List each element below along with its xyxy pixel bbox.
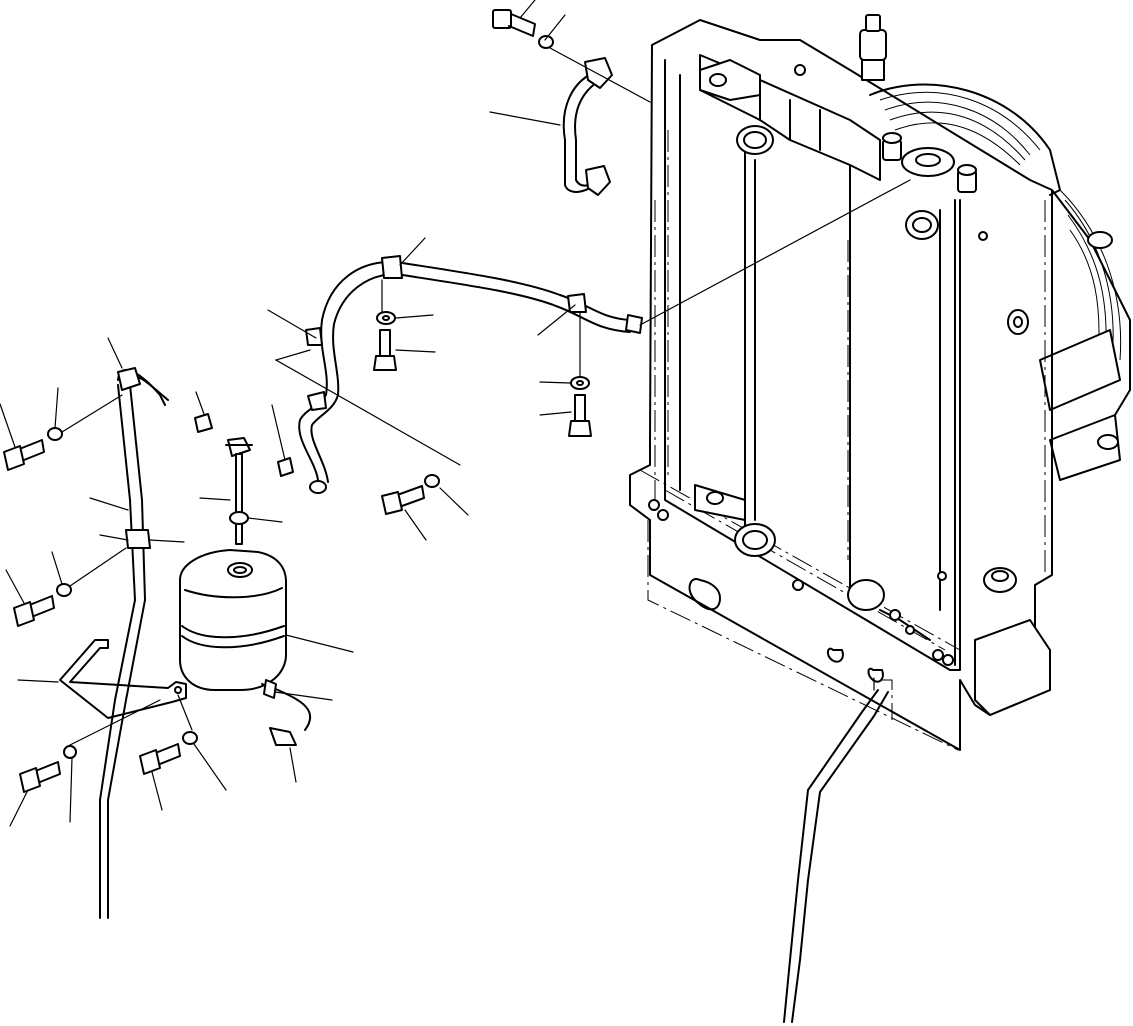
washer xyxy=(424,474,440,488)
lower-hose-outlet xyxy=(734,523,776,557)
washer xyxy=(63,745,77,759)
left-fasteners xyxy=(0,387,227,827)
bolt xyxy=(19,767,41,793)
drain-cock xyxy=(879,609,931,641)
washer xyxy=(47,427,63,441)
overflow-tube xyxy=(783,677,893,1023)
hose-clip xyxy=(567,293,587,313)
cooling-fan-shroud xyxy=(869,83,1131,481)
hose-mount-fasteners xyxy=(381,474,469,541)
washer xyxy=(376,311,396,325)
mid-hose-outlet xyxy=(905,210,939,240)
level-sensor-connector xyxy=(269,727,297,746)
bolt xyxy=(139,749,161,775)
pipe-clip xyxy=(125,529,151,549)
bypass-tube xyxy=(489,0,651,196)
bolt xyxy=(13,601,35,627)
bolt xyxy=(492,9,512,29)
frame-bolts xyxy=(648,64,988,666)
tank-bracket xyxy=(17,639,193,747)
radiator-cap xyxy=(882,132,977,193)
hose-clip xyxy=(381,255,403,279)
tank-filler-neck xyxy=(227,562,253,578)
bolt xyxy=(379,329,391,357)
bolt xyxy=(381,491,403,515)
drain-pipe xyxy=(89,337,185,919)
washer xyxy=(182,731,198,745)
pressure-valve xyxy=(859,14,887,81)
hose-clip xyxy=(307,391,327,411)
right-mount-bracket xyxy=(974,309,1051,716)
overflow-hose xyxy=(267,179,911,494)
small-hose-clamps xyxy=(194,391,294,477)
pipe-clip xyxy=(117,367,141,391)
washer xyxy=(538,35,554,49)
washer xyxy=(56,583,72,597)
coolant-reserve-tank xyxy=(179,549,354,783)
level-gauge xyxy=(199,437,283,545)
radiator-assembly xyxy=(629,14,1131,751)
clip-fasteners xyxy=(373,311,592,437)
washer xyxy=(570,376,590,390)
upper-hose-outlet xyxy=(736,125,774,155)
bolt xyxy=(574,394,586,422)
bolt xyxy=(3,445,25,471)
